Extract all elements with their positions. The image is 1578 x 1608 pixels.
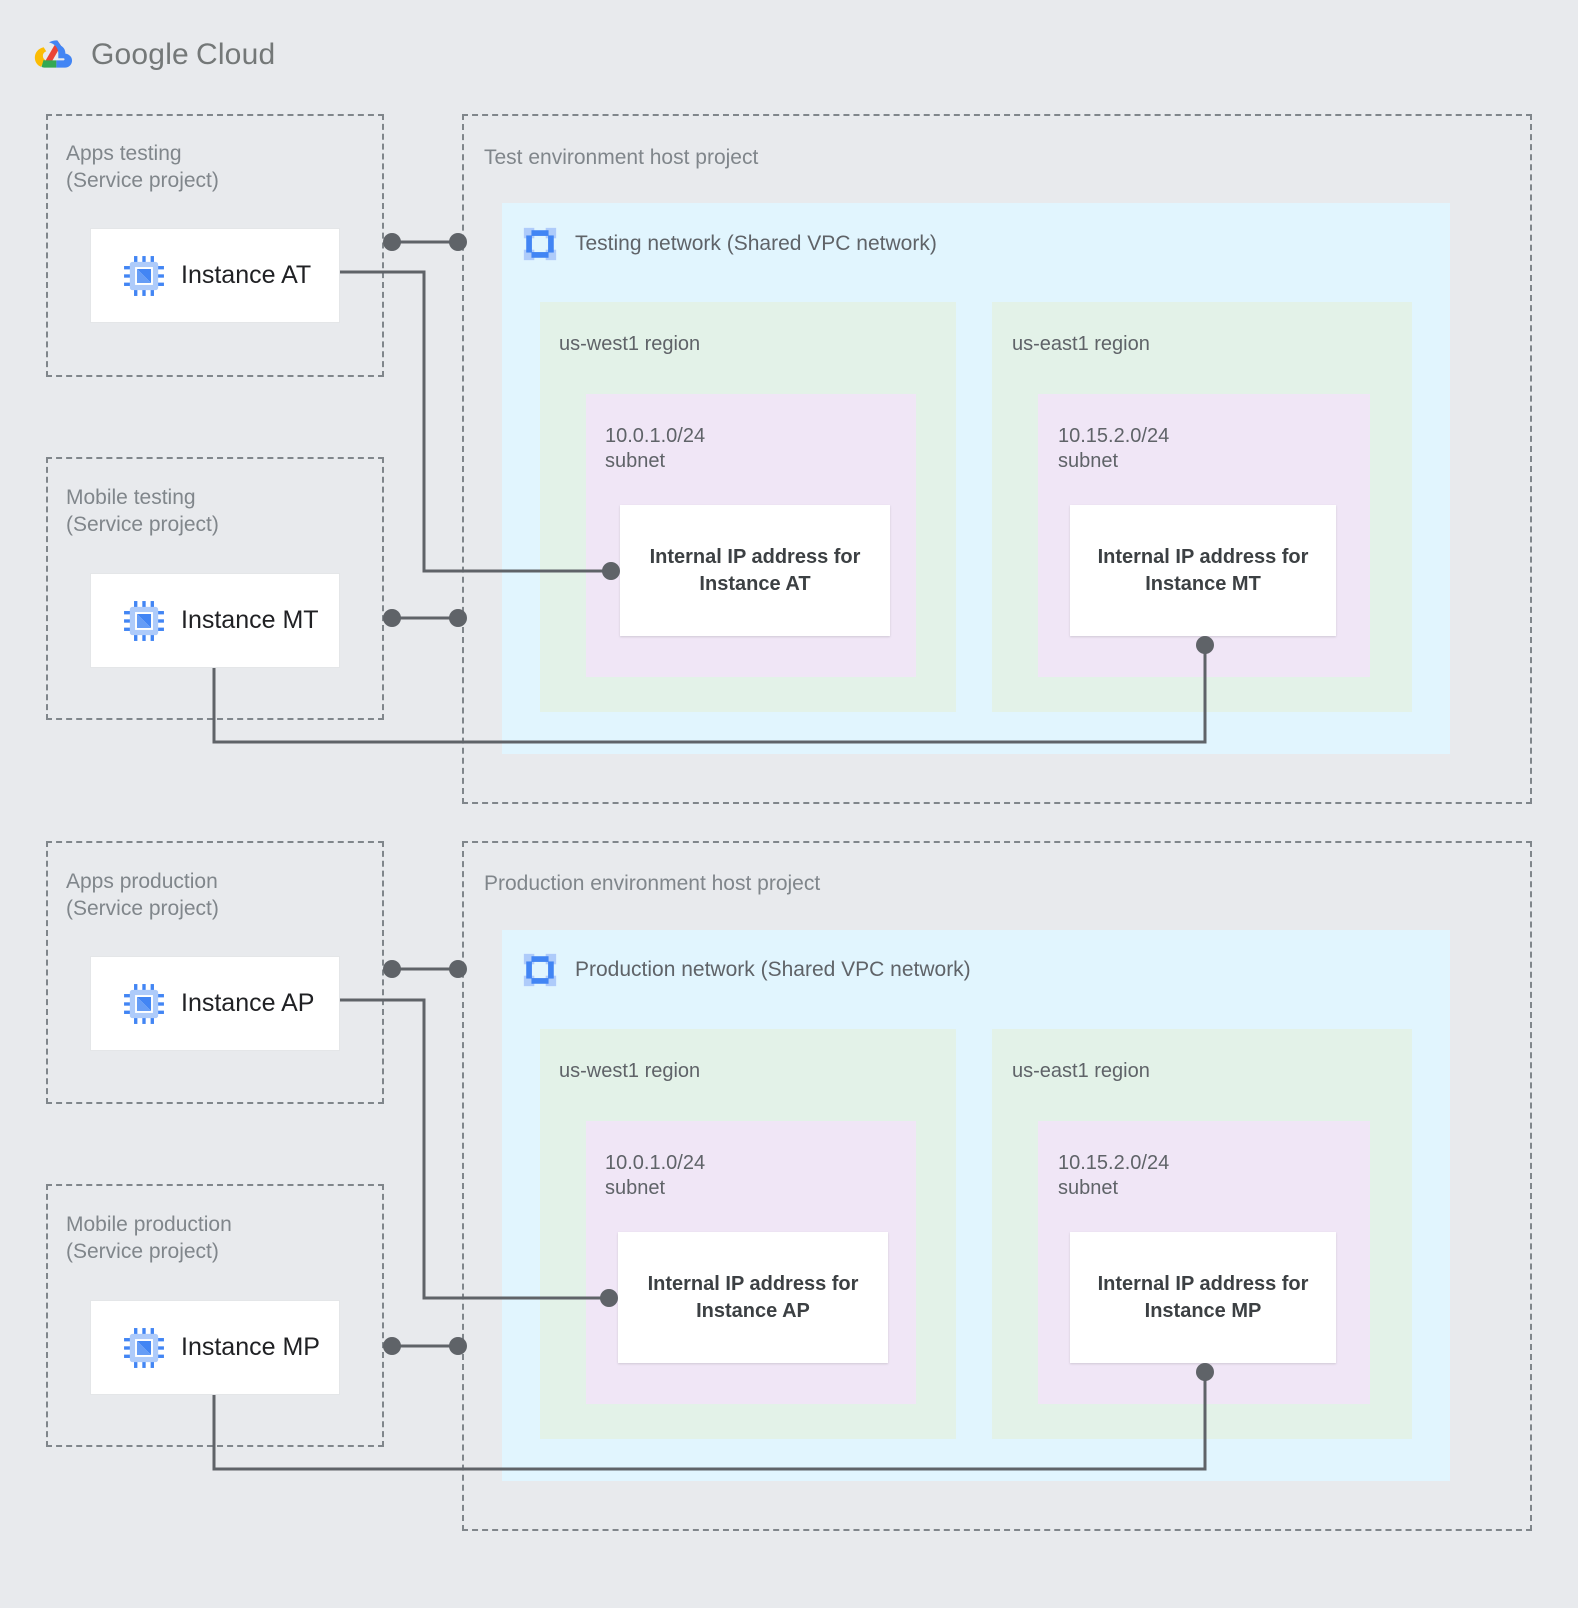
region-label-prod-us-east1: us-east1 region — [1012, 1060, 1150, 1082]
instance-card-ap[interactable]: Instance AP — [90, 956, 340, 1051]
host-project-production-environment-title: Production environment host project — [484, 872, 821, 895]
connector-mt-to-test-host — [383, 609, 467, 627]
instance-label-mt: Instance MT — [181, 606, 319, 634]
ip-card-instance-at[interactable]: Internal IP address for Instance AT — [620, 505, 890, 636]
region-label-prod-us-west1: us-west1 region — [559, 1060, 701, 1082]
ip-card-instance-ap[interactable]: Internal IP address for Instance AP — [618, 1232, 888, 1363]
service-project-mobile-testing-title: Mobile testing (Service project) — [66, 486, 219, 536]
vpc-network-icon — [523, 953, 557, 987]
instance-label-mp: Instance MP — [181, 1333, 320, 1361]
vpc-network-icon — [523, 227, 557, 261]
subnet-label-test-us-east1: 10.15.2.0/24 subnet — [1058, 425, 1170, 472]
subnet-label-test-us-west1: 10.0.1.0/24 subnet — [605, 425, 706, 472]
compute-instance-icon — [124, 983, 164, 1024]
testing-network-header: Testing network (Shared VPC network) — [521, 225, 937, 263]
compute-instance-icon — [124, 600, 164, 641]
compute-instance-icon — [124, 1327, 164, 1368]
instance-card-at[interactable]: Instance AT — [90, 228, 340, 323]
google-cloud-logo-icon — [34, 40, 73, 68]
service-project-mobile-production-title: Mobile production (Service project) — [66, 1213, 232, 1263]
ip-card-text-mp: Internal IP address for Instance MP — [1097, 1272, 1309, 1322]
production-network-header: Production network (Shared VPC network) — [521, 951, 971, 989]
region-label-test-us-west1: us-west1 region — [559, 333, 701, 355]
ip-card-text-at: Internal IP address for Instance AT — [649, 545, 861, 595]
connector-mp-to-prod-host — [383, 1337, 467, 1355]
logo-word-cloud: Cloud — [195, 38, 276, 71]
instance-card-mp[interactable]: Instance MP — [90, 1300, 340, 1395]
instance-label-at: Instance AT — [181, 261, 312, 289]
region-label-test-us-east1: us-east1 region — [1012, 333, 1150, 355]
connector-ap-to-prod-host — [383, 960, 467, 978]
ip-card-instance-mp[interactable]: Internal IP address for Instance MP — [1070, 1232, 1336, 1363]
subnet-label-prod-us-west1: 10.0.1.0/24 subnet — [605, 1152, 706, 1199]
service-project-apps-testing-title: Apps testing (Service project) — [66, 142, 219, 192]
ip-card-text-ap: Internal IP address for Instance AP — [647, 1272, 859, 1322]
connector-at-to-test-host — [383, 233, 467, 251]
ip-card-instance-mt[interactable]: Internal IP address for Instance MT — [1070, 505, 1336, 636]
production-network-label: Production network (Shared VPC network) — [575, 958, 971, 981]
subnet-label-prod-us-east1: 10.15.2.0/24 subnet — [1058, 1152, 1170, 1199]
testing-network-label: Testing network (Shared VPC network) — [575, 232, 937, 255]
host-project-test-environment-title: Test environment host project — [484, 146, 759, 169]
compute-instance-icon — [124, 255, 164, 296]
instance-card-mt[interactable]: Instance MT — [90, 573, 340, 668]
service-project-apps-production-title: Apps production (Service project) — [66, 870, 219, 920]
logo-word-google: Google — [91, 38, 189, 71]
ip-card-text-mt: Internal IP address for Instance MT — [1097, 545, 1309, 595]
instance-label-ap: Instance AP — [181, 989, 315, 1017]
